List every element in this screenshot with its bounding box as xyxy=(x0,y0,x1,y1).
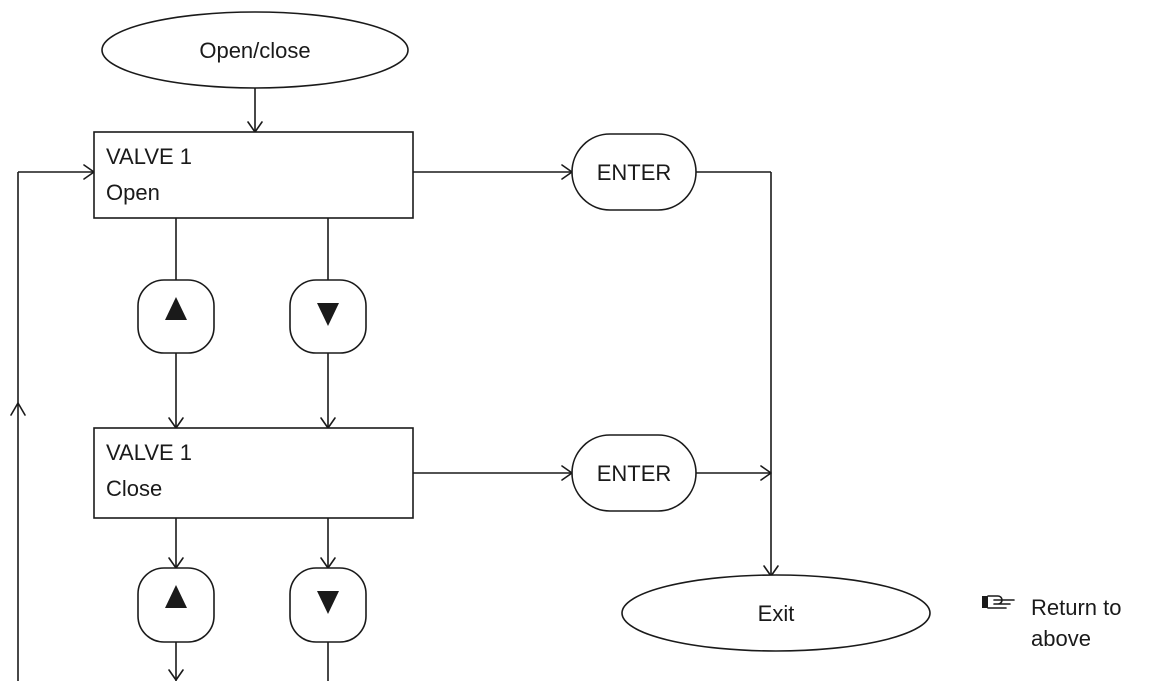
enter-key-close: ENTER xyxy=(571,434,697,512)
state-box-close-line1: VALVE 1 xyxy=(106,440,192,465)
start-node: Open/close xyxy=(101,11,409,89)
down-triangle-icon xyxy=(317,303,339,326)
arrowhead xyxy=(168,669,184,681)
up-key-2 xyxy=(137,567,215,643)
arrowhead xyxy=(760,465,772,481)
enter-key-open-label: ENTER xyxy=(597,160,672,185)
exit-node: Exit xyxy=(621,574,931,652)
exit-node-label: Exit xyxy=(758,601,795,626)
up-triangle-icon xyxy=(165,297,187,320)
state-box-close: VALVE 1 Close xyxy=(93,427,414,519)
state-box-open-line1: VALVE 1 xyxy=(106,144,192,169)
state-box-close-line2: Close xyxy=(106,476,162,501)
arrowhead xyxy=(10,402,26,416)
down-key-2 xyxy=(289,567,367,643)
start-node-label: Open/close xyxy=(199,38,310,63)
note: Return to above xyxy=(982,595,1122,651)
enter-key-close-label: ENTER xyxy=(597,461,672,486)
up-key-1 xyxy=(137,279,215,354)
up-triangle-icon xyxy=(165,585,187,608)
state-box-open: VALVE 1 Open xyxy=(93,131,414,219)
state-box-open-line2: Open xyxy=(106,180,160,205)
down-key-1 xyxy=(289,279,367,354)
down-triangle-icon xyxy=(317,591,339,614)
note-line1: Return to xyxy=(1031,595,1122,620)
pointing-hand-icon xyxy=(982,595,1015,609)
note-line2: above xyxy=(1031,626,1091,651)
enter-key-open: ENTER xyxy=(571,133,697,211)
